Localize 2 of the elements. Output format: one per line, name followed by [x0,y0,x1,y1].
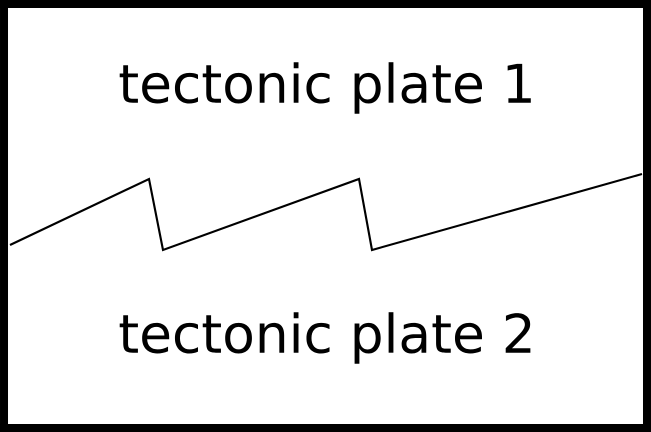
plate-label: tectonic plate 1 [120,62,531,114]
plate-label: tectonic plate 2 [120,312,530,364]
